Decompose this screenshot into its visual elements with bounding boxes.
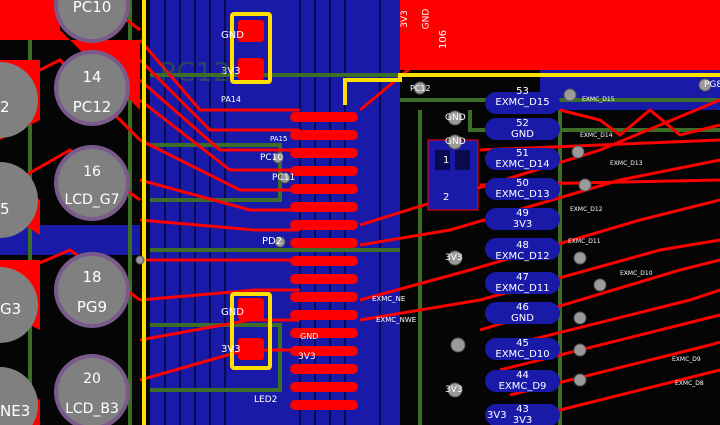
inner-copper-traces <box>28 0 720 425</box>
ic-pad-column <box>290 112 358 410</box>
fpc-pad-row <box>408 0 708 70</box>
silkscreen-outlines <box>142 0 720 425</box>
vias <box>135 78 712 398</box>
cap-pads <box>238 20 264 360</box>
connector-pads <box>485 92 560 425</box>
header-pads <box>0 0 130 425</box>
small-capacitor-block <box>427 139 479 211</box>
